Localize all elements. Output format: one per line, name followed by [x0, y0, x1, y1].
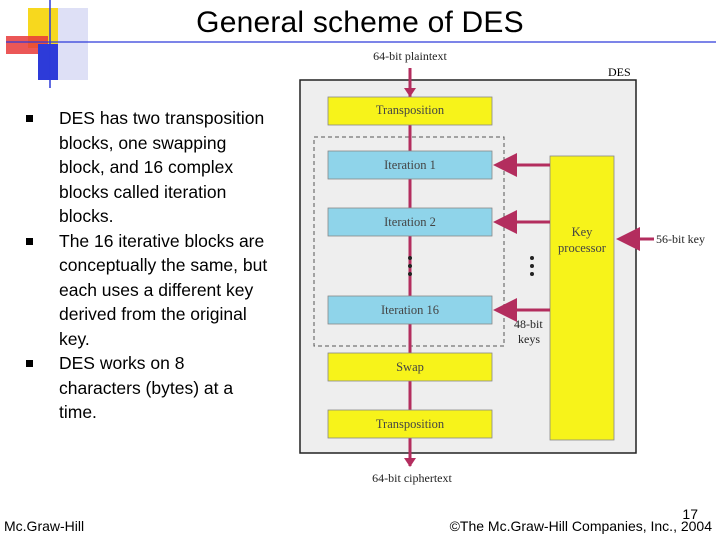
bullet-item: The 16 iterative blocks are conceptually…: [22, 229, 270, 352]
key-processor-label-line2: processor: [558, 241, 607, 255]
logo-fade-right: [58, 8, 88, 80]
ciphertext-label: 64-bit ciphertext: [372, 471, 452, 485]
iteration-1-block: [327, 150, 493, 180]
logo-blue-square: [38, 44, 58, 80]
plaintext-label: 64-bit plaintext: [373, 49, 447, 63]
bullet-square-icon: [26, 360, 33, 367]
bullet-text: DES has two transposition blocks, one sw…: [59, 108, 265, 226]
input-arrow-head: [404, 88, 416, 97]
transposition-bottom-block: [327, 409, 493, 439]
bullet-text: DES works on 8 characters (bytes) at a t…: [59, 353, 234, 422]
key-processor-label-line1: Key: [572, 225, 594, 239]
iteration-16-block: [327, 295, 493, 325]
bullet-square-icon: [26, 237, 33, 245]
transposition-bottom-label: Transposition: [376, 417, 445, 431]
iteration-2-block: [327, 207, 493, 237]
key-input-label: 56-bit key: [656, 232, 705, 246]
ellipsis-dot: [408, 272, 412, 276]
transposition-top-label: Transposition: [376, 103, 445, 117]
key-ellipsis-dot: [530, 272, 534, 276]
iteration-2-label: Iteration 2: [384, 215, 436, 229]
bullet-text: The 16 iterative blocks are conceptually…: [59, 230, 268, 349]
des-box-label: DES: [608, 65, 631, 79]
swap-block: [327, 352, 493, 382]
round-keys-label-line2: keys: [518, 332, 540, 346]
key-ellipsis-dot: [530, 264, 534, 268]
swap-label: Swap: [396, 360, 424, 374]
bullet-item: DES works on 8 characters (bytes) at a t…: [22, 351, 270, 425]
bullet-square-icon: [26, 115, 33, 122]
logo-red-square: [6, 36, 48, 54]
footer-copyright: ©The Mc.Graw-Hill Companies, Inc., 2004: [449, 518, 712, 534]
bullet-list: DES has two transposition blocks, one sw…: [22, 106, 270, 425]
footer-publisher: Mc.Graw-Hill: [4, 518, 85, 534]
ellipsis-dot: [408, 264, 412, 268]
slide-logo: [6, 0, 716, 88]
bullet-item: DES has two transposition blocks, one sw…: [22, 106, 270, 229]
key-processor-block: [549, 155, 615, 441]
iteration-16-label: Iteration 16: [381, 303, 439, 317]
ellipsis-dot: [408, 256, 412, 260]
round-keys-label-line1: 48-bit: [514, 317, 543, 331]
key-ellipsis-dot: [530, 256, 534, 260]
iteration-1-label: Iteration 1: [384, 158, 436, 172]
page-number: 17: [682, 506, 698, 522]
slide-title: General scheme of DES: [196, 6, 524, 39]
transposition-top-block: [327, 96, 493, 126]
output-arrow-head: [404, 458, 416, 467]
